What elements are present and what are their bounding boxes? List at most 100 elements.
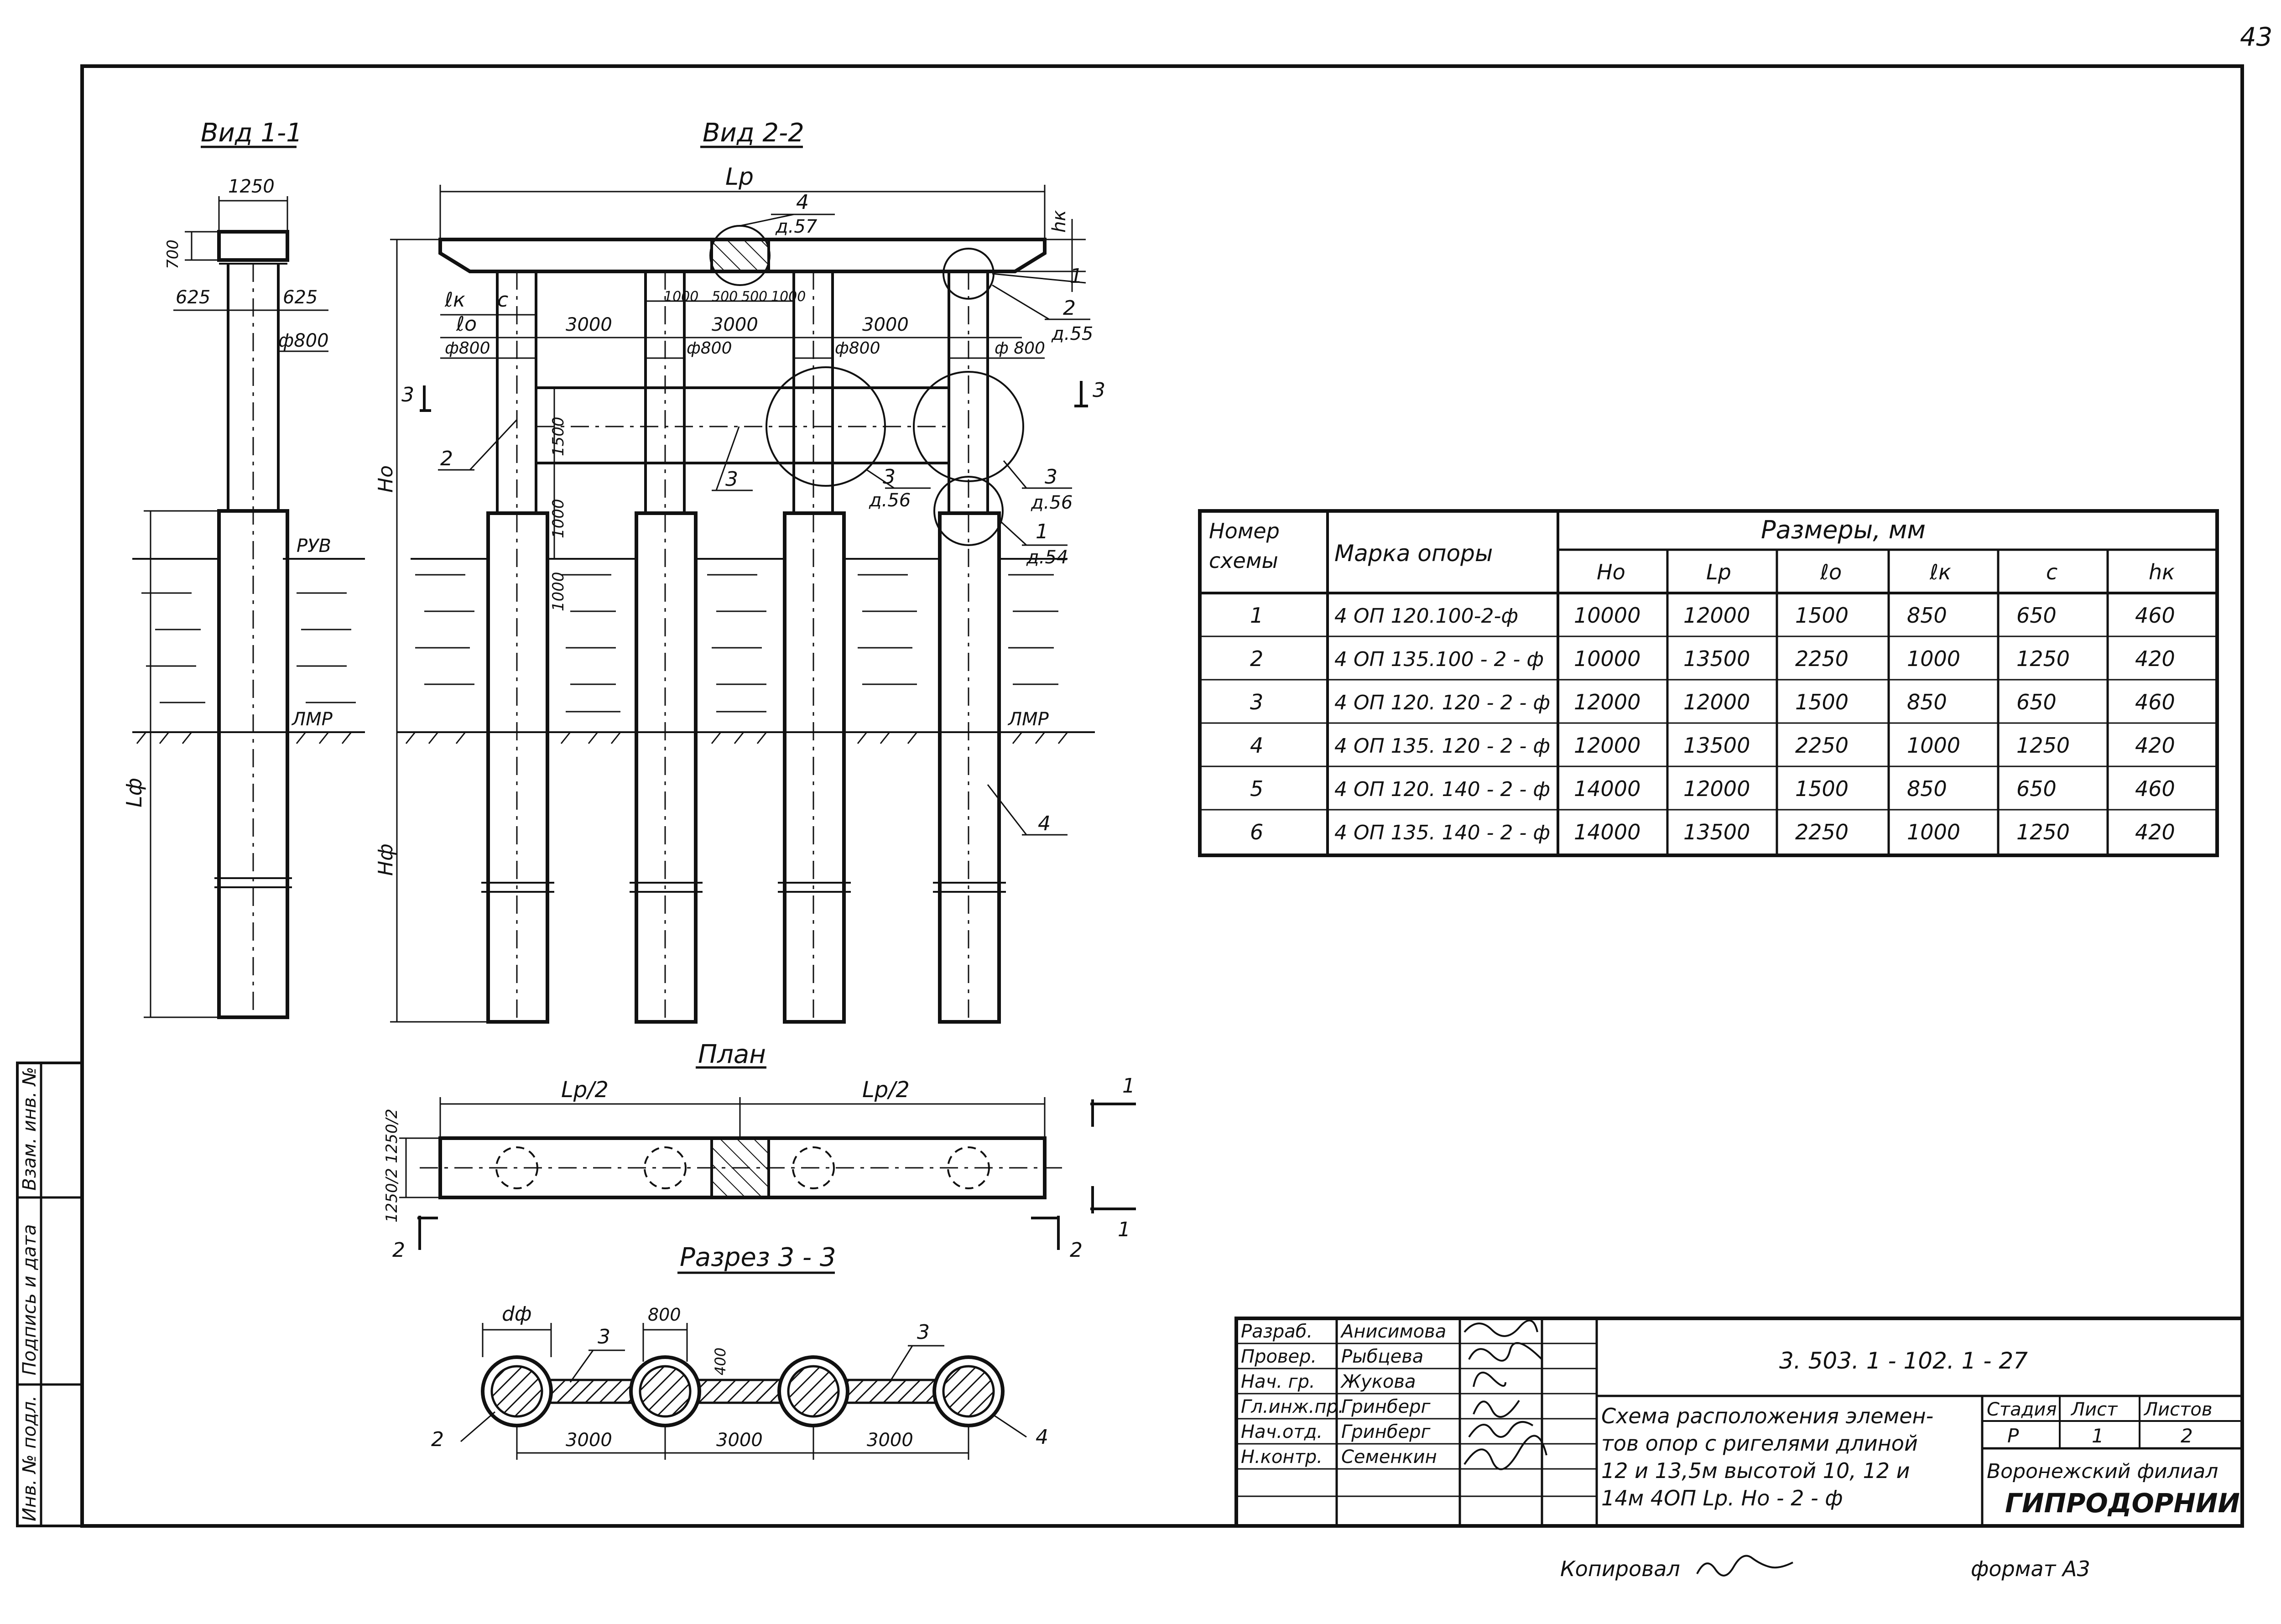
dim-700: 700 — [164, 239, 182, 269]
table-cell-size: 2250 — [1795, 733, 1849, 758]
table-cell-size: 420 — [2135, 733, 2175, 758]
table-cell-size: 2250 — [1795, 646, 1849, 671]
stamp-name: Анисимова — [1340, 1321, 1446, 1342]
dim-1000-v1: 1000 — [549, 499, 568, 538]
label-3: 3 — [725, 468, 738, 491]
sec-3000-b: 3000 — [716, 1430, 763, 1451]
stage-label: Стадия — [1987, 1399, 2057, 1420]
doc-desc-2: тов опор с ригелями длиной — [1601, 1431, 1918, 1456]
plan-mark-1b: 1 — [1118, 1218, 1130, 1241]
plan-half-1: Lp/2 — [561, 1077, 609, 1103]
table-cell-size: 460 — [2135, 690, 2175, 714]
th-lk: ℓк — [1929, 560, 1951, 584]
callout-3a: 3 — [883, 465, 896, 489]
table-cell-num: 4 — [1250, 733, 1263, 758]
sec-label-4: 4 — [1036, 1426, 1048, 1449]
table-cell-size: 10000 — [1574, 646, 1640, 671]
table-cell-size: 13500 — [1683, 820, 1750, 844]
sheets-label: Листов — [2143, 1399, 2212, 1420]
dim-hf: Hф — [374, 843, 397, 876]
label-4: 4 — [1038, 812, 1051, 835]
sheets-value: 2 — [2181, 1425, 2193, 1447]
label-2: 2 — [440, 447, 453, 470]
signatures — [1463, 1319, 1547, 1470]
plan-mark-1a: 1 — [1122, 1074, 1135, 1098]
plan-title: План — [698, 1040, 766, 1069]
stamp-role: Нач.отд. — [1241, 1421, 1323, 1442]
dim-3000-a: 3000 — [566, 314, 612, 335]
doc-desc-4: 14м 4ОП Lp. Hо - 2 - ф — [1601, 1486, 1843, 1510]
th-mark: Марка опоры — [1334, 540, 1493, 567]
doc-code: 3. 503. 1 - 102. 1 - 27 — [1779, 1348, 2028, 1374]
doc-desc-3: 12 и 13,5м высотой 10, 12 и — [1601, 1458, 1910, 1483]
dim-1000-b: 1000 — [771, 289, 806, 305]
th-num-1: Номер — [1209, 519, 1280, 543]
dim-ho: Hо — [374, 465, 397, 493]
dim-3000-c: 3000 — [862, 314, 909, 335]
dim-dia-2: ф800 — [687, 339, 732, 358]
table-cell-size: 650 — [2016, 603, 2057, 628]
stamp-name: Жукова — [1340, 1371, 1416, 1392]
stamp-role: Разраб. — [1241, 1321, 1312, 1342]
table-cell-size: 460 — [2135, 776, 2175, 801]
table-cell-size: 1500 — [1795, 690, 1849, 714]
table-cell-size: 1000 — [1907, 646, 1960, 671]
label-lf: Lф — [122, 778, 146, 807]
dim-1000-v2: 1000 — [549, 572, 568, 611]
table-cell-size: 12000 — [1574, 733, 1640, 758]
doc-desc-1: Схема расположения элемен- — [1601, 1404, 1933, 1428]
table-cell-size: 13500 — [1683, 646, 1750, 671]
table-cell-num: 6 — [1250, 820, 1263, 844]
sec-800: 800 — [648, 1305, 681, 1325]
stamp-role: Гл.инж.пр. — [1241, 1396, 1344, 1417]
dim-lk: ℓк — [444, 288, 465, 312]
section-labels: dф 800 400 3000 3000 3000 2 3 3 4 — [431, 1302, 1048, 1451]
plan-half-2: Lp/2 — [862, 1077, 910, 1103]
label-ruv: РУВ — [297, 536, 331, 557]
table-cell-size: 1250 — [2016, 646, 2070, 671]
section-3-3: Разрез 3 - 3 — [460, 1243, 1027, 1460]
sheet-label: Лист — [2070, 1399, 2118, 1420]
table-cell-mark: 4 ОП 120. 120 - 2 - ф — [1334, 691, 1550, 714]
table-cell-num: 5 — [1250, 776, 1263, 801]
sec-label-3a: 3 — [598, 1325, 610, 1348]
table-cell-size: 460 — [2135, 603, 2175, 628]
dim-lp: Lp — [725, 163, 754, 191]
stamp-role: Нач. гр. — [1241, 1371, 1315, 1392]
table-cell-size: 1500 — [1795, 776, 1849, 801]
format-label: формат А3 — [1971, 1556, 2090, 1581]
side-stamp: Инв. № подл. Подпись и дата Взам. инв. № — [16, 1062, 83, 1527]
table-cell-size: 14000 — [1574, 776, 1640, 801]
stage-value: Р — [2007, 1425, 2019, 1447]
dim-dia-800: ф800 — [278, 330, 329, 351]
stamp-role: Н.контр. — [1241, 1447, 1323, 1468]
view-1-1-labels: 1250 700 625 625 ф800 РУВ ЛМР Lф — [122, 176, 333, 807]
view-2-2-title: Вид 2-2 — [703, 118, 804, 148]
stamp-name: Семенкин — [1341, 1447, 1437, 1468]
table-cell-num: 1 — [1250, 603, 1263, 628]
dim-1250: 1250 — [228, 176, 275, 197]
th-hk: hк — [2149, 560, 2175, 584]
view-2-2: Вид 2-2 — [390, 118, 1095, 1024]
table-cell-size: 850 — [1907, 603, 1947, 628]
callout-1b-ref: д.54 — [1026, 547, 1068, 568]
table-cell-mark: 4 ОП 120. 140 - 2 - ф — [1334, 778, 1550, 801]
table-cell-size: 1250 — [2016, 733, 2070, 758]
plan-w-1: 1250/2 — [383, 1109, 401, 1163]
view-1-1: Вид 1-1 — [132, 118, 365, 1019]
sizes-table: Номер схемы Марка опоры Размеры, мм Hо L… — [1198, 509, 2219, 857]
table-cell-size: 12000 — [1683, 603, 1750, 628]
plan-view: План — [399, 1040, 1136, 1250]
side-vzam-label: Взам. инв. № — [19, 1067, 40, 1191]
table-cell-size: 12000 — [1574, 690, 1640, 714]
section-title: Разрез 3 - 3 — [680, 1243, 836, 1272]
sec-3000-c: 3000 — [867, 1430, 913, 1451]
th-lp: Lp — [1706, 560, 1731, 584]
plan-labels: Lp/2 Lp/2 1250/2 1250/2 1 1 2 2 — [383, 1074, 1135, 1262]
table-cell-size: 850 — [1907, 690, 1947, 714]
dim-1500: 1500 — [549, 416, 568, 456]
org-branch: Воронежский филиал — [1987, 1460, 2218, 1483]
table-cell-size: 14000 — [1574, 820, 1640, 844]
table-cell-size: 1000 — [1907, 820, 1960, 844]
